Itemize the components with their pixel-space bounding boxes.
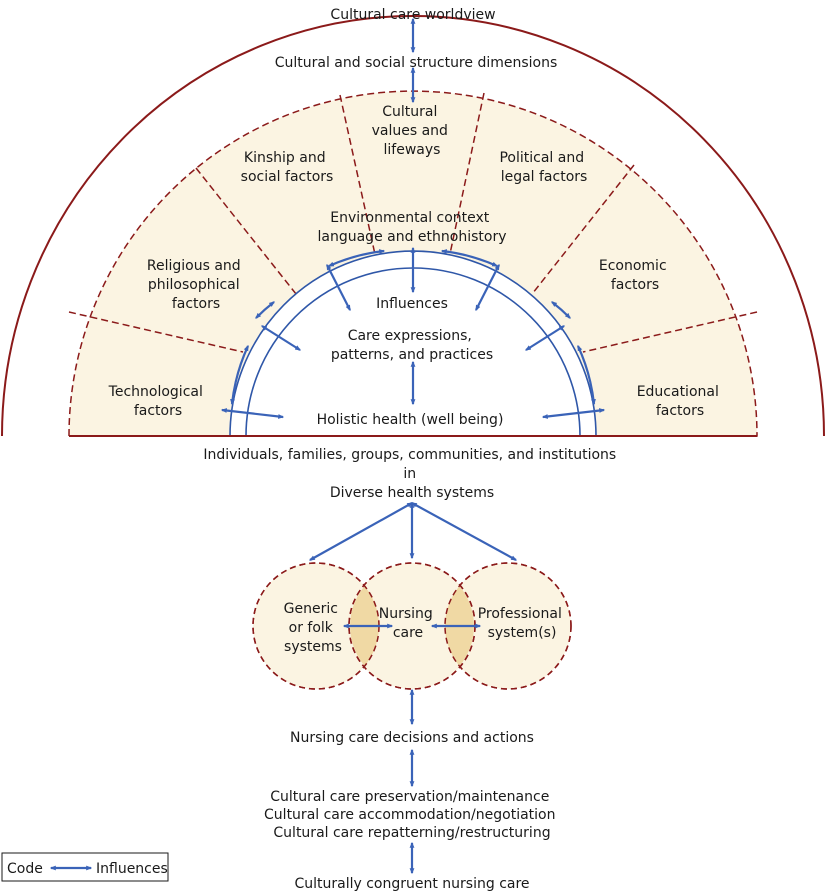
worldview-arc xyxy=(1,15,825,437)
economic-label: Economic factors xyxy=(599,258,671,293)
religious-label: Religious and philosophical factors xyxy=(147,258,245,312)
cultural-values-label: Cultural values and lifeways xyxy=(372,104,453,158)
kinship-label: Kinship and social factors xyxy=(241,150,334,185)
environmental-label: Environmental context language and ethno… xyxy=(318,210,507,245)
sector-dividers xyxy=(68,92,758,353)
outcome-label: Culturally congruent nursing care xyxy=(294,876,529,892)
legend-influences-label: Influences xyxy=(96,861,168,877)
sunrise-arrows xyxy=(220,17,606,419)
educational-label: Educational factors xyxy=(637,384,724,419)
care-expressions-label: Care expressions, patterns, and practice… xyxy=(331,328,493,363)
professional-system-label: Professional system(s) xyxy=(478,606,567,641)
worldview-title: Cultural care worldview xyxy=(330,7,495,23)
individuals-label: Individuals, families, groups, communiti… xyxy=(203,447,620,501)
holistic-health-label: Holistic health (well being) xyxy=(317,412,504,428)
health-system-arrows xyxy=(308,501,518,561)
structure-heading: Cultural and social structure dimensions xyxy=(275,55,558,71)
technological-label: Technological factors xyxy=(108,384,208,419)
legend-code-label: Code xyxy=(7,861,43,877)
legend: Code Influences xyxy=(1,852,169,882)
preservation-label: Cultural care preservation/maintenance C… xyxy=(264,789,560,841)
generic-system-label: Generic or folk systems xyxy=(284,601,343,655)
nursing-care-label: Nursing care xyxy=(379,606,438,641)
inner-area xyxy=(230,251,596,436)
decisions-label: Nursing care decisions and actions xyxy=(290,730,534,746)
influences-label: Influences xyxy=(376,296,448,312)
political-label: Political and legal factors xyxy=(499,150,588,185)
